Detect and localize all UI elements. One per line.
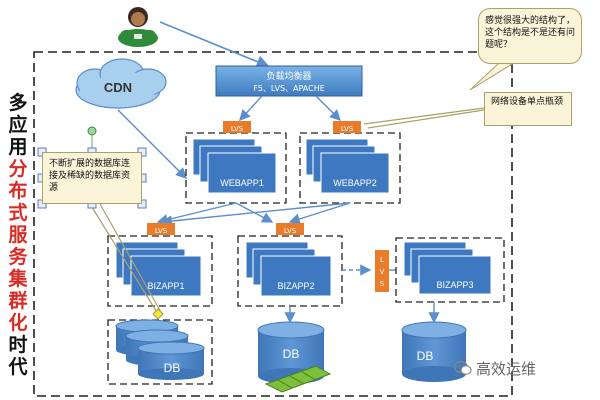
lvs-badge xyxy=(147,223,175,235)
title-char-red: 分 xyxy=(8,158,28,180)
lvs-label: LVS xyxy=(284,227,297,235)
title-char: 代 xyxy=(8,356,28,378)
cdn-label: CDN xyxy=(104,80,132,95)
bizapp2-label: BIZAPP2 xyxy=(277,281,314,291)
lb-arrow-left xyxy=(239,95,263,122)
title-char-red: 群 xyxy=(8,290,28,312)
title-char: 时 xyxy=(8,334,28,356)
question-callout: 感觉很强大的结构了，这个结构是不是还有问题呢？ xyxy=(478,8,582,64)
webapp1-label: WEBAPP1 xyxy=(220,178,264,188)
wechat-icon xyxy=(454,360,472,375)
lb-title: 负载均衡器 xyxy=(266,70,311,82)
lvs-badge xyxy=(333,121,361,133)
sharding-overlay xyxy=(264,365,332,393)
title-char: 应 xyxy=(8,114,28,136)
web-to-biz-arrow xyxy=(160,202,351,227)
lvs-vertical-char: L xyxy=(380,256,384,264)
lvs-label: LVS xyxy=(155,227,168,235)
db-stack-icon xyxy=(115,319,205,380)
title-char: 用 xyxy=(8,136,28,158)
bizapp1-group xyxy=(107,235,213,307)
title-char-red: 式 xyxy=(8,202,28,224)
title-char: 多 xyxy=(8,92,28,114)
watermark-text: 高效运维 xyxy=(476,360,537,378)
user-icon xyxy=(118,7,158,47)
callout-tail xyxy=(469,61,514,91)
load-balancer-box xyxy=(215,65,363,97)
lvs-vertical-char: S xyxy=(380,280,385,288)
bizapp3-group xyxy=(395,237,505,303)
lvs-label: LVS xyxy=(231,125,244,133)
db3-cylinder xyxy=(401,321,467,382)
title-char-red: 布 xyxy=(8,180,28,202)
title-char-red: 服 xyxy=(8,224,28,246)
network-callout-pointer xyxy=(363,107,485,125)
lvs-badge xyxy=(223,121,251,133)
db1-label: DB xyxy=(164,361,181,375)
vertical-title: 多 应 用 分 布 式 服 务 集 群 化 时 代 xyxy=(4,92,32,378)
lvs-vertical-char: V xyxy=(380,268,385,276)
cdn-cloud: CDN xyxy=(75,58,167,109)
pointer-handle xyxy=(152,308,164,320)
outer-boundary xyxy=(33,51,513,397)
title-char-red: 集 xyxy=(8,268,28,290)
db-callout-pointer xyxy=(89,203,159,315)
lb-arrow-right xyxy=(315,95,341,121)
web-to-biz-arrow xyxy=(288,202,351,225)
database-callout: 不断扩展的数据库连接及稀缺的数据库资源 xyxy=(42,152,142,204)
lvs-badge xyxy=(276,223,304,235)
lb-sub: F5、LVS、APACHE xyxy=(253,84,325,93)
cdn-arrow xyxy=(117,109,187,179)
db2-label: DB xyxy=(283,347,300,361)
bizapp1-label: BIZAPP1 xyxy=(147,281,184,291)
title-char-red: 务 xyxy=(8,246,28,268)
bizapp3-label: BIZAPP3 xyxy=(436,280,473,290)
db3-label: DB xyxy=(417,349,434,363)
db1-group xyxy=(107,319,213,385)
network-bottleneck-callout: 网络设备单点瓶颈 xyxy=(484,92,572,126)
webapp2-label: WEBAPP2 xyxy=(333,178,377,188)
lvs-label: LVS xyxy=(341,125,354,133)
title-char-red: 化 xyxy=(8,312,28,334)
lvs-vertical-badge xyxy=(375,250,389,292)
user-to-lb-arrow xyxy=(159,21,270,68)
rotate-handle xyxy=(87,126,97,136)
